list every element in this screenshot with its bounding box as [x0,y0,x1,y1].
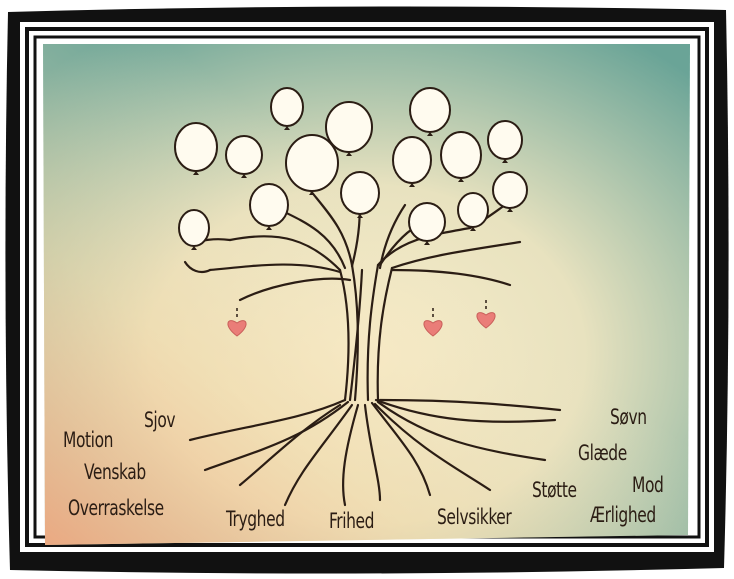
balloon-knot [409,183,415,187]
balloon-body [225,135,263,175]
tree-branch [363,403,382,502]
hearts [227,300,496,337]
balloon-knot [191,246,197,250]
tree-branch [308,188,354,267]
heart-icon [476,312,496,329]
balloon-body [270,87,304,127]
tree-branch [390,240,522,270]
balloon-body [178,209,210,247]
tree-branch [238,277,352,302]
tree-branch [378,398,562,412]
balloon-knot [266,226,272,230]
balloon-body [457,192,489,228]
balloon-icon [340,171,380,218]
balloon-icon [178,209,210,250]
balloon-knot [458,178,464,182]
balloon-body [440,131,482,179]
balloon-body [174,122,218,172]
tree-branch [188,398,347,442]
tree-branch [376,400,547,462]
balloons [174,87,528,250]
balloon-icon [457,192,489,231]
balloon-knot [241,174,247,178]
balloon-knot [346,152,352,156]
balloon-icon [270,87,304,130]
balloon-icon [487,120,523,163]
balloon-knot [357,214,363,218]
balloon-body [249,183,289,227]
tree-branch [366,263,380,402]
balloon-knot [424,241,430,245]
balloon-icon [440,131,482,182]
tree-branch [342,403,360,507]
word-overraskelse: Overraskelse [68,496,164,520]
balloon-icon [408,202,446,245]
balloon-knot [309,191,315,195]
word-frihed: Frihed [329,509,375,533]
tree-branch [183,260,212,274]
tree-branch [203,400,350,472]
tree-branch [338,268,350,402]
balloon-body [285,134,339,192]
word-selvsikker: Selvsikker [437,505,512,529]
balloon-icon [249,183,289,230]
tree-branch [348,268,364,402]
balloon-knot [193,171,199,175]
word-stotte: Støtte [532,478,577,502]
balloon-icon [174,122,218,175]
balloon-icon [392,136,432,187]
tree-branch [390,268,512,287]
tree-branch [373,402,492,492]
balloon-icon [492,171,528,212]
balloon-knot [507,208,513,212]
word-motion: Motion [63,428,114,452]
word-tryghed: Tryghed [226,507,285,531]
balloon-knot [284,126,290,130]
balloon-body [408,202,446,242]
tree [183,188,562,507]
tree-branch [228,235,342,272]
word-venskab: Venskab [84,460,146,484]
balloon-body [409,87,451,133]
tree-branch [376,266,394,402]
tree-branch [370,401,432,497]
balloon-icon [285,134,339,195]
balloon-knot [427,132,433,136]
balloon-icon [409,87,451,136]
word-mod: Mod [632,473,664,497]
tree-branch [283,403,354,507]
tree-branch [374,398,557,423]
balloon-knot [470,227,476,231]
word-aerlighed: Ærlighed [590,503,656,527]
balloon-body [492,171,528,209]
word-soevn: Søvn [610,405,647,429]
balloon-body [487,120,523,160]
word-glaede: Glæde [578,441,627,465]
balloon-body [392,136,432,184]
balloon-icon [325,101,373,156]
balloon-body [325,101,373,153]
balloon-body [340,171,380,215]
tree-branch [238,403,342,487]
heart-icon [423,320,443,337]
tree-branch [378,203,407,270]
tree-branch [208,263,342,274]
balloon-icon [225,135,263,178]
balloon-knot [502,159,508,163]
heart-icon [227,320,247,337]
word-sjov: Sjov [144,408,176,432]
